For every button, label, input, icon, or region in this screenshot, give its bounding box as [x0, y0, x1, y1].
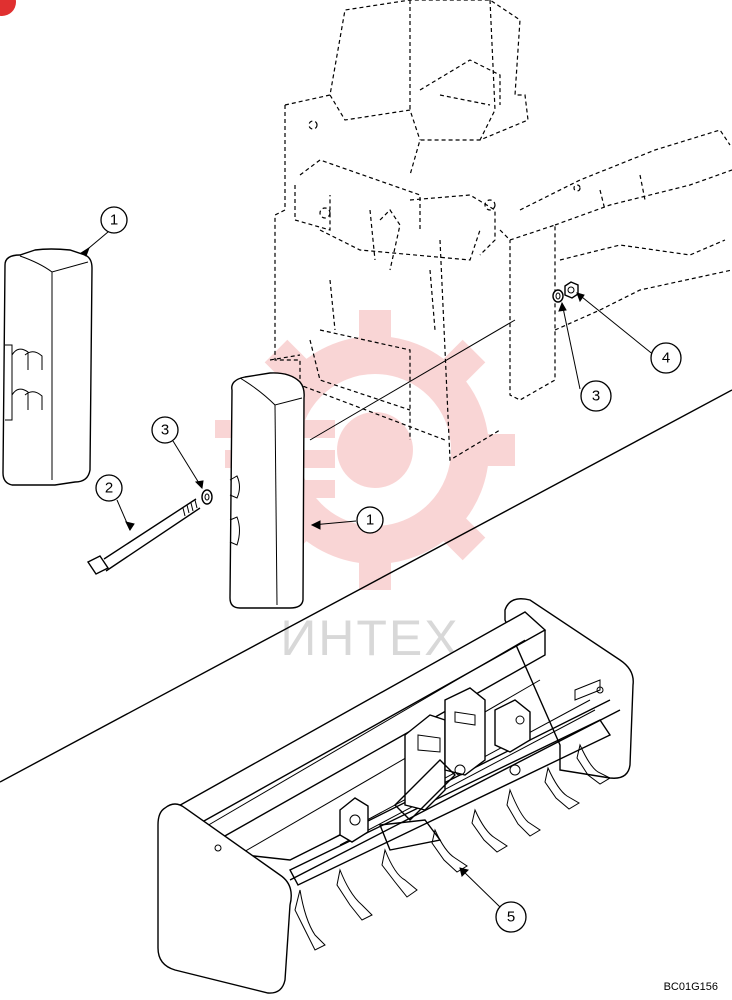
callout-3-washer-right: 3	[580, 380, 612, 412]
callout-2-bolt: 2	[95, 474, 123, 502]
corner-badge-icon	[0, 0, 16, 16]
counterweight-front	[229, 372, 305, 609]
counterweight-top-left	[2, 248, 93, 486]
svg-text:3: 3	[161, 422, 169, 439]
alignment-line	[309, 319, 516, 441]
washer-right	[552, 289, 564, 303]
svg-text:1: 1	[366, 512, 374, 529]
callout-5-grapple: 5	[495, 901, 527, 933]
svg-text:5: 5	[507, 909, 515, 926]
loader-frame-outline	[269, 0, 732, 462]
leader-lines	[80, 231, 656, 908]
watermark-text: ИНТЕХ	[280, 610, 459, 666]
section-divider-line	[0, 389, 732, 783]
grapple-bucket	[157, 598, 634, 994]
callout-1-front: 1	[356, 506, 384, 534]
bolt	[86, 498, 201, 575]
nut	[564, 281, 579, 299]
callout-3-washer-left: 3	[151, 416, 179, 444]
figure-code: BC01G156	[664, 981, 718, 993]
svg-text:1: 1	[110, 212, 118, 229]
washer-left	[201, 489, 213, 505]
svg-text:2: 2	[105, 480, 113, 497]
svg-text:4: 4	[662, 350, 670, 367]
callout-4-nut: 4	[650, 342, 682, 374]
callout-1-top-left: 1	[100, 206, 128, 234]
svg-text:3: 3	[592, 388, 600, 405]
